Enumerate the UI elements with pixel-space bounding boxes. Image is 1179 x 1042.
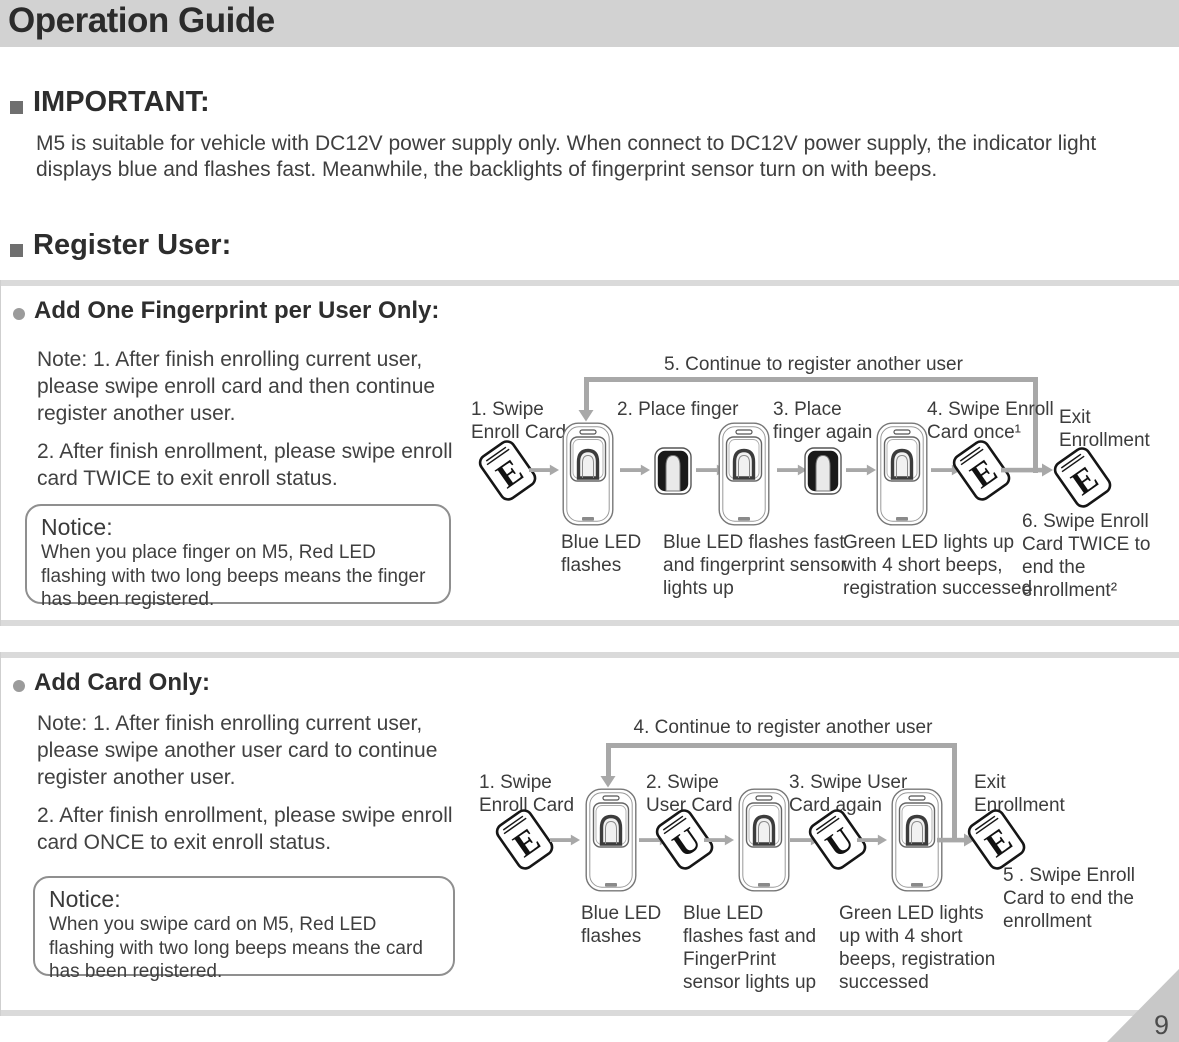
end-note: 5 . Swipe Enroll Card to end the enrollm… xyxy=(1003,865,1136,932)
arrow-right-icon xyxy=(550,834,580,846)
section-divider xyxy=(1,1010,1179,1016)
fingerprint-section: Add One Fingerprint per User Only: Note:… xyxy=(0,280,1179,626)
enroll-card-icon: E xyxy=(492,805,560,877)
end-note: 6. Swipe Enroll Card TWICE to end the en… xyxy=(1022,511,1151,601)
register-user-heading: Register User: xyxy=(33,229,232,261)
notice-title: Notice: xyxy=(41,514,113,540)
loop-label: 5. Continue to register another user xyxy=(664,354,963,375)
step-label: 1. Swipe Enroll Card xyxy=(479,772,575,816)
fingerprint-reader-icon xyxy=(876,422,928,526)
step-label: 4. Swipe Enroll Card once¹ xyxy=(927,399,1054,443)
loop-line xyxy=(606,743,611,776)
fingerprint-note-2: 2. After finish enrollment, please swipe… xyxy=(37,440,453,490)
section-divider xyxy=(1,280,1179,286)
notice-body: When you swipe card on M5, Red LED flash… xyxy=(49,914,423,982)
enroll-card-icon: E xyxy=(949,436,1017,508)
status-label: Blue LED flashes fast and FingerPrint se… xyxy=(683,903,817,993)
loop-line xyxy=(606,743,957,748)
loop-line xyxy=(584,377,589,410)
fingerprint-reader-icon xyxy=(562,422,614,526)
enroll-card-icon: E xyxy=(475,436,543,508)
important-body: M5 is suitable for vehicle with DC12V po… xyxy=(36,132,1097,181)
step-label: 1. Swipe Enroll Card xyxy=(471,399,567,443)
arrow-down-icon xyxy=(600,776,616,788)
step-label: 3. Swipe User Card again xyxy=(789,772,908,816)
loop-label: 4. Continue to register another user xyxy=(633,717,933,738)
card-note-2: 2. After finish enrollment, please swipe… xyxy=(37,804,453,854)
card-section-title: Add Card Only: xyxy=(34,669,211,696)
fingerprint-reader-icon xyxy=(738,788,790,892)
fingerprint-reader-icon xyxy=(718,422,770,526)
finger-icon xyxy=(804,447,842,495)
fingerprint-note-1: Note: 1. After finish enrolling current … xyxy=(37,348,436,425)
card-section: Add Card Only: Note: 1. After finish enr… xyxy=(0,652,1179,1016)
status-label: Blue LED flashes xyxy=(561,532,642,576)
arrow-right-icon xyxy=(529,464,559,476)
square-bullet-icon xyxy=(10,101,23,114)
status-label: Green LED lights up with 4 short beeps, … xyxy=(843,532,1033,599)
status-label: Green LED lights up with 4 short beeps, … xyxy=(839,903,996,993)
section-divider xyxy=(1,652,1179,658)
loop-line xyxy=(584,377,1038,382)
fingerprint-reader-icon xyxy=(585,788,637,892)
header-bar xyxy=(0,0,1179,47)
fingerprint-reader-icon xyxy=(891,788,943,892)
arrow-right-icon xyxy=(620,464,650,476)
fingerprint-section-title: Add One Fingerprint per User Only: xyxy=(34,297,440,324)
status-label: Blue LED flashes fast and fingerprint se… xyxy=(663,532,847,599)
enroll-card-icon: E xyxy=(1050,443,1118,515)
arrow-right-icon xyxy=(937,833,975,847)
step-label: 2. Swipe User Card xyxy=(646,772,733,816)
notice-box: Notice: When you swipe card on M5, Red L… xyxy=(33,876,455,982)
section-divider xyxy=(1,620,1179,626)
finger-icon xyxy=(654,447,692,495)
page-title: Operation Guide xyxy=(8,1,275,40)
exit-label: Exit Enrollment xyxy=(1059,407,1150,451)
user-card-icon: U xyxy=(805,805,873,877)
arrow-down-icon xyxy=(578,410,594,422)
notice-title: Notice: xyxy=(49,886,121,912)
step-label: 2. Place finger xyxy=(617,399,739,420)
status-label: Blue LED flashes xyxy=(581,903,662,947)
notice-body: When you place finger on M5, Red LED fla… xyxy=(41,542,426,610)
arrow-right-icon xyxy=(1001,463,1053,477)
loop-line xyxy=(952,743,957,840)
important-heading: IMPORTANT: xyxy=(33,86,210,118)
notice-box: Notice: When you place finger on M5, Red… xyxy=(25,504,451,610)
user-card-icon: U xyxy=(652,805,720,877)
arrow-right-icon xyxy=(846,464,876,476)
arrow-right-icon xyxy=(777,464,807,476)
card-note-1: Note: 1. After finish enrolling current … xyxy=(37,712,438,789)
enroll-card-icon: E xyxy=(964,805,1032,877)
step-label: 3. Place finger again xyxy=(773,399,873,443)
circle-bullet-icon xyxy=(13,680,25,692)
arrow-right-icon xyxy=(704,834,734,846)
arrow-right-icon xyxy=(857,834,887,846)
loop-line xyxy=(1033,377,1038,473)
square-bullet-icon xyxy=(10,244,23,257)
page-number: 9 xyxy=(1154,1010,1170,1040)
circle-bullet-icon xyxy=(13,308,25,320)
